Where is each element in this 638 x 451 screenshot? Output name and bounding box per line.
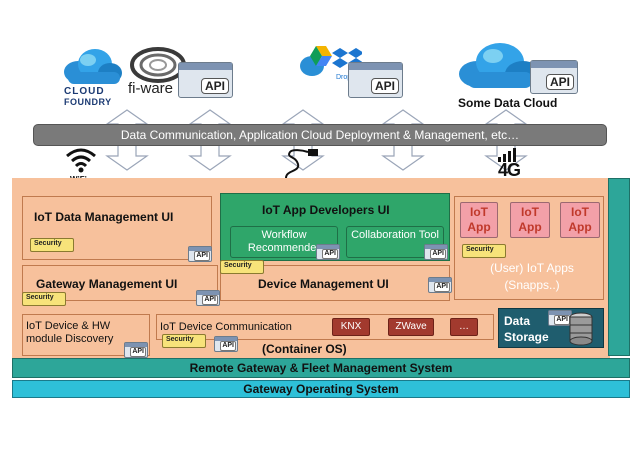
iot-device-communication-panel bbox=[156, 314, 494, 340]
knx-protocol[interactable]: KNX bbox=[332, 318, 370, 336]
some-data-cloud-label: Some Data Cloud bbox=[458, 96, 558, 110]
api-icon-data-mgmt: API bbox=[188, 246, 212, 262]
security-badge-device-comm: Security bbox=[162, 334, 206, 348]
api-icon-device-mgmt: API bbox=[428, 277, 452, 293]
iot-data-management-title: IoT Data Management UI bbox=[34, 210, 174, 224]
api-icon-data-storage: API bbox=[548, 310, 572, 326]
api-icon-gateway-mgmt: API bbox=[196, 290, 220, 306]
fiware-text: fi-ware bbox=[128, 80, 174, 97]
cloud-foundry-text-line1: CLOUD bbox=[64, 86, 105, 97]
data-storage-label: Data Storage bbox=[504, 314, 549, 344]
iot-device-discovery-label: IoT Device & HW module Discovery bbox=[26, 320, 114, 345]
api-icon-collaboration: API bbox=[424, 244, 448, 260]
cloud-foundry-icon bbox=[64, 49, 122, 84]
data-communication-banner: Data Communication, Application Cloud De… bbox=[33, 124, 607, 146]
api-icon-discovery: API bbox=[124, 342, 148, 358]
right-teal-strip bbox=[608, 178, 630, 356]
gateway-management-title: Gateway Management UI bbox=[36, 277, 178, 291]
api-window-icon-2: API bbox=[348, 62, 403, 98]
security-badge-device-mgmt: Security bbox=[220, 260, 264, 274]
container-os-label: (Container OS) bbox=[262, 342, 347, 356]
api-label: API bbox=[545, 74, 574, 90]
iot-app-developers-title: IoT App Developers UI bbox=[262, 203, 390, 217]
cellular-label: 4G bbox=[498, 160, 521, 180]
gateway-os-label: Gateway Operating System bbox=[243, 382, 399, 396]
banner-text: Data Communication, Application Cloud De… bbox=[120, 128, 520, 142]
api-window-icon: API bbox=[178, 62, 233, 98]
remote-gateway-fleet-bar: Remote Gateway & Fleet Management System bbox=[12, 358, 630, 378]
cloud-foundry-logo: CLOUD FOUNDRY bbox=[58, 42, 128, 107]
api-window-icon-3: API bbox=[530, 60, 578, 94]
more-protocols[interactable]: … bbox=[450, 318, 478, 336]
user-iot-apps-label: (User) IoT Apps (Snapps..) bbox=[490, 261, 574, 292]
iot-app-tile-1[interactable]: IoT App bbox=[460, 202, 498, 238]
cloud-foundry-text-line2: FOUNDRY bbox=[64, 97, 112, 107]
api-icon-device-comm: API bbox=[214, 336, 238, 352]
database-icon bbox=[569, 312, 593, 346]
workflow-recommender-button[interactable]: Workflow Recommender bbox=[230, 226, 338, 258]
security-badge-gateway-mgmt: Security bbox=[22, 292, 66, 306]
security-badge-data-mgmt: Security bbox=[30, 238, 74, 252]
iot-app-tile-2[interactable]: IoT App bbox=[510, 202, 550, 238]
cable-icon bbox=[285, 149, 318, 179]
cloud-icon bbox=[459, 43, 541, 88]
api-label: API bbox=[370, 78, 399, 94]
security-badge-iot-apps: Security bbox=[462, 244, 506, 258]
remote-gateway-label: Remote Gateway & Fleet Management System bbox=[189, 361, 453, 375]
some-data-cloud-icon bbox=[455, 40, 545, 92]
gateway-os-bar: Gateway Operating System bbox=[12, 380, 630, 398]
zwave-protocol[interactable]: ZWave bbox=[388, 318, 434, 336]
iot-device-communication-label: IoT Device Communication bbox=[160, 321, 292, 333]
cellular-4g-icon: 4G bbox=[496, 148, 532, 184]
iot-app-tile-3[interactable]: IoT App bbox=[560, 202, 600, 238]
api-icon-workflow: API bbox=[316, 244, 340, 260]
api-label: API bbox=[200, 78, 229, 94]
device-management-title: Device Management UI bbox=[258, 277, 389, 291]
